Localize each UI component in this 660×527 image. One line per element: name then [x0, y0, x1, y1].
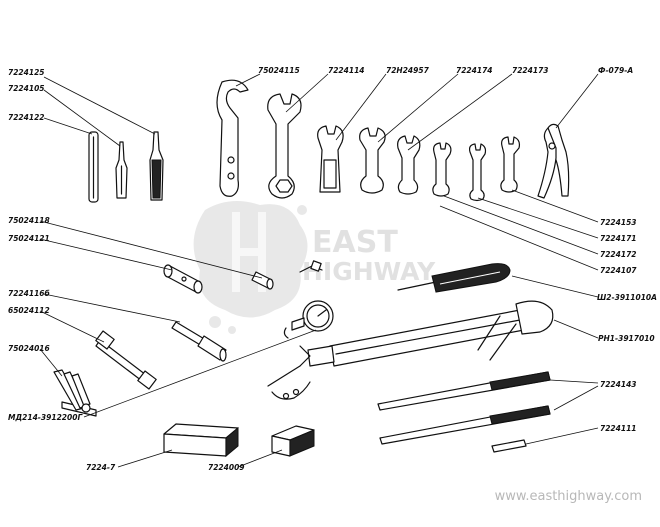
tool-extension-bar: [171, 321, 227, 362]
part-label-f-079-a: Ф-079-А: [598, 66, 633, 75]
part-label-7224173: 7224173: [512, 66, 549, 75]
part-label-sh2-3911010a: Ш2-3911010А: [597, 293, 657, 302]
part-label-75024115: 75024115: [258, 66, 300, 75]
tool-wrench-2: [397, 135, 421, 195]
part-labels: 7224125 7224105 7224122 75024115 7224114…: [8, 66, 657, 472]
tool-wrench-5: [500, 136, 521, 193]
tool-tubular-wrench: [95, 330, 157, 390]
tool-wrench-3: [432, 142, 452, 197]
part-label-7224107: 7224107: [600, 266, 637, 275]
part-label-rn1-3917010: РН1-3917010: [598, 334, 655, 343]
part-label-7224009: 7224009: [208, 463, 245, 472]
tool-large-screwdriver: [397, 263, 511, 293]
part-label-7224122: 7224122: [8, 113, 45, 122]
part-label-75024118: 75024118: [8, 216, 50, 225]
tool-wrench-4: [468, 143, 487, 202]
tool-tire-pump: [267, 300, 554, 400]
tool-small-box: [271, 425, 315, 457]
part-label-7224111: 7224111: [600, 424, 637, 433]
part-label-7224174: 7224174: [456, 66, 493, 75]
tool-hook-spanner: [216, 79, 249, 197]
part-label-7224-7: 7224-7: [86, 463, 116, 472]
tool-socket-small: [251, 271, 274, 290]
tool-wrench-1: [359, 127, 386, 194]
part-label-75024121: 75024121: [8, 234, 50, 243]
part-label-7224105: 7224105: [8, 84, 45, 93]
tool-pliers: [537, 123, 570, 199]
part-label-75024016: 75024016: [8, 344, 50, 353]
watermark-logo-bottom: HIGHWAY: [302, 257, 436, 286]
part-label-7224114: 7224114: [328, 66, 365, 75]
tool-key-small: [299, 260, 323, 273]
part-label-7224125: 7224125: [8, 68, 45, 77]
tool-spark-plug-wrench: [317, 125, 344, 193]
tool-pressure-gauge: [283, 300, 334, 339]
tool-flat-file-2: [379, 405, 551, 445]
tool-punch: [88, 131, 99, 203]
tool-small-screwdriver: [115, 141, 128, 199]
tool-box-wrench: [267, 93, 302, 199]
part-label-7224143: 7224143: [600, 380, 637, 389]
part-label-72n24957: 72Н24957: [386, 66, 430, 75]
part-label-7224171: 7224171: [600, 234, 637, 243]
part-label-65024112: 65024112: [8, 306, 50, 315]
part-label-7224153: 7224153: [600, 218, 637, 227]
part-label-md214-3912200g: МД214-3912200Г: [8, 413, 83, 422]
tool-socket-wrench-1: [163, 264, 203, 294]
leader-lines: [39, 73, 599, 468]
part-label-7224172: 7224172: [600, 250, 637, 259]
tool-grease-box: [163, 423, 239, 458]
part-label-7224116b: 7224116б: [8, 289, 50, 298]
tool-small-file: [491, 439, 527, 453]
tool-flat-file-1: [377, 371, 551, 411]
tool-feeler-gauge: [53, 369, 97, 417]
watermark-logo: EAST HIGHWAY: [193, 201, 436, 334]
tool-screwdriver: [149, 131, 164, 201]
watermark-url: www.easthighway.com: [495, 489, 642, 504]
watermark-logo-top: EAST: [312, 225, 398, 260]
